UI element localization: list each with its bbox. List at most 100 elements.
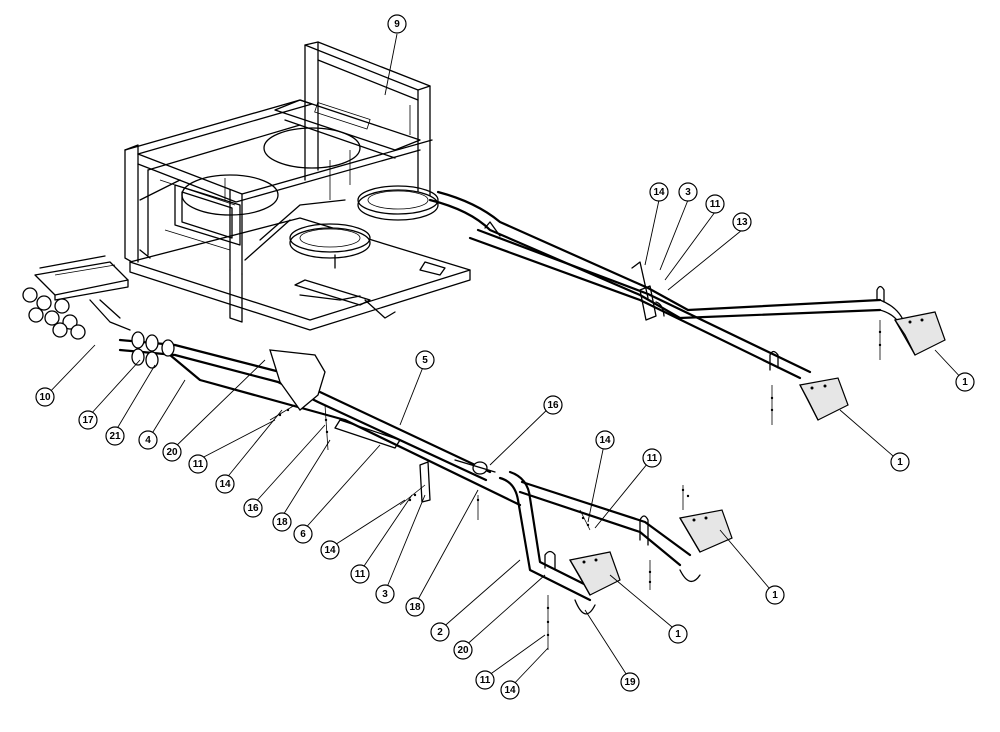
callout-label: 17 [82, 415, 94, 426]
manifold-block [22, 255, 131, 340]
callout-c-14d: 14 [595, 430, 615, 450]
callout-circle [350, 564, 370, 584]
callout-circle [642, 448, 662, 468]
callout-circle [188, 454, 208, 474]
callout-circle [955, 372, 975, 392]
callout-label: 3 [382, 589, 388, 600]
callout-label: 3 [685, 187, 691, 198]
callout-c-16a: 16 [543, 395, 563, 415]
callout-c-14c: 14 [320, 540, 340, 560]
callout-label: 11 [480, 675, 491, 686]
fasteners-bottom [269, 404, 701, 650]
callout-circle [620, 672, 640, 692]
callout-label: 16 [247, 503, 259, 514]
callout-label: 19 [624, 677, 636, 688]
callout-circle [765, 585, 785, 605]
callout-c-11d: 11 [642, 448, 662, 468]
callout-c-16b: 16 [243, 498, 263, 518]
callout-circle [543, 395, 563, 415]
callout-label: 6 [300, 529, 306, 540]
callout-label: 1 [897, 457, 903, 468]
callout-circle [668, 624, 688, 644]
lower-tube-assembly [118, 331, 692, 602]
leader-lines [44, 33, 966, 689]
callout-c-3a: 3 [678, 182, 698, 202]
callout-label: 1 [772, 590, 778, 601]
callout-label: 1 [675, 629, 681, 640]
callout-label: 11 [710, 199, 721, 210]
callout-circle [649, 182, 669, 202]
callout-c-20a: 20 [162, 442, 182, 462]
callout-circle [387, 14, 407, 34]
callout-c-3b: 3 [375, 584, 395, 604]
callout-c-2: 2 [430, 622, 450, 642]
nozzle-block-bottom-right [679, 509, 733, 553]
callout-c-11e: 11 [475, 670, 495, 690]
callout-c-5: 5 [415, 350, 435, 370]
callout-circle [243, 498, 263, 518]
callout-c-14b: 14 [215, 474, 235, 494]
callout-c-11b: 11 [188, 454, 208, 474]
callout-c-1b: 1 [890, 452, 910, 472]
callout-label: 14 [653, 187, 665, 198]
callout-c-21: 21 [105, 426, 125, 446]
callout-label: 11 [193, 459, 204, 470]
callout-circle [732, 212, 752, 232]
callout-circle [105, 426, 125, 446]
callout-label: 14 [504, 685, 516, 696]
callout-c-20b: 20 [453, 640, 473, 660]
callout-circle [35, 387, 55, 407]
nozzle-block-bottom-mid [569, 551, 621, 596]
callout-label: 11 [355, 569, 366, 580]
callout-c-9: 9 [387, 14, 407, 34]
callout-circle [415, 350, 435, 370]
callout-c-14e: 14 [500, 680, 520, 700]
callout-c-14a: 14 [649, 182, 669, 202]
callout-label: 2 [437, 627, 443, 638]
callout-c-1d: 1 [668, 624, 688, 644]
callout-circle [678, 182, 698, 202]
callout-circle [475, 670, 495, 690]
callout-circle [162, 442, 182, 462]
callout-c-1c: 1 [765, 585, 785, 605]
callout-c-11c: 11 [350, 564, 370, 584]
callout-c-1a: 1 [955, 372, 975, 392]
callout-c-13: 13 [732, 212, 752, 232]
callout-circle [430, 622, 450, 642]
callout-circle [78, 410, 98, 430]
callout-label: 10 [39, 392, 51, 403]
callout-label: 18 [276, 517, 288, 528]
spinner-discs [289, 185, 439, 269]
callout-circle [500, 680, 520, 700]
callout-c-10: 10 [35, 387, 55, 407]
callout-label: 21 [109, 431, 121, 442]
callout-circle [320, 540, 340, 560]
callout-label: 16 [547, 400, 559, 411]
callout-circle [293, 524, 313, 544]
callout-c-11a: 11 [705, 194, 725, 214]
callout-circle [405, 597, 425, 617]
nozzle-block-top-mid [799, 377, 849, 421]
callout-c-17: 17 [78, 410, 98, 430]
callout-circle [272, 512, 292, 532]
callout-c-19: 19 [620, 672, 640, 692]
callout-circle [595, 430, 615, 450]
callout-label: 1 [962, 377, 968, 388]
callout-label: 4 [145, 435, 151, 446]
main-frame [124, 41, 471, 331]
callout-label: 20 [166, 447, 178, 458]
callout-circle [890, 452, 910, 472]
callout-c-18b: 18 [405, 597, 425, 617]
upper-tube-assembly [428, 190, 906, 380]
callout-circle [138, 430, 158, 450]
callout-label: 14 [324, 545, 336, 556]
callout-label: 5 [422, 355, 428, 366]
callout-label: 18 [409, 602, 421, 613]
callout-label: 20 [457, 645, 469, 656]
callout-label: 14 [599, 435, 611, 446]
callout-circle [215, 474, 235, 494]
callout-label: 13 [736, 217, 748, 228]
